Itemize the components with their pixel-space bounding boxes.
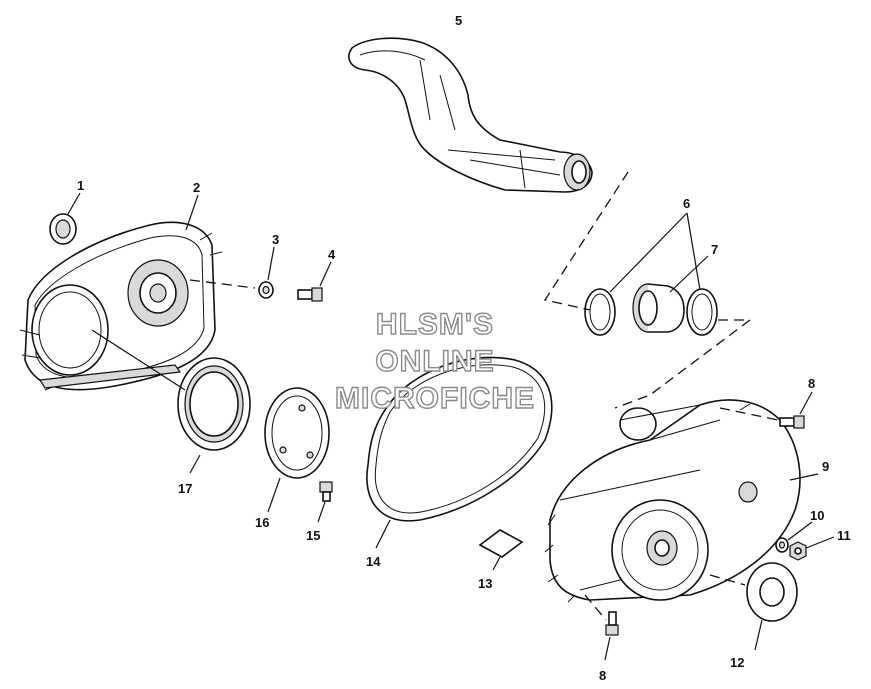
part-7-coupler (632, 255, 709, 333)
callout-12: 12 (730, 655, 744, 670)
callout-4: 4 (328, 247, 336, 262)
part-10-washer (775, 521, 813, 553)
callout-8-bottom: 8 (599, 668, 606, 683)
part-8-bolt-top (719, 391, 813, 429)
watermark-line-2: ONLINE (375, 345, 494, 378)
part-1-seal (49, 192, 81, 245)
part-4-bolt (297, 261, 332, 302)
callout-16: 16 (255, 515, 269, 530)
callout-6: 6 (683, 196, 690, 211)
callout-5: 5 (455, 13, 462, 28)
part-6-clamps (584, 212, 718, 336)
callout-11: 11 (837, 528, 851, 543)
part-12-gasket (709, 562, 798, 651)
callout-14: 14 (366, 554, 381, 569)
part-5-intake-duct (348, 37, 593, 193)
part-11-nut (789, 536, 835, 561)
assembly-dashed-lines (543, 171, 752, 409)
part-14-drive-belt (366, 356, 553, 549)
part-3-washer (258, 246, 275, 299)
part-8-bolt-bottom (584, 594, 619, 661)
callout-3: 3 (272, 232, 279, 247)
watermark-line-1: HLSM'S (376, 308, 494, 341)
part-16-cover-plate (264, 387, 330, 513)
callout-2: 2 (193, 180, 200, 195)
callout-7: 7 (711, 242, 718, 257)
part-2-inner-cover (19, 194, 256, 391)
watermark-line-3: MICROFICHE (335, 382, 535, 415)
callout-13: 13 (478, 576, 492, 591)
callout-17: 17 (178, 481, 192, 496)
callout-8-top: 8 (808, 376, 815, 391)
callout-15: 15 (306, 528, 320, 543)
callout-10: 10 (810, 508, 824, 523)
part-17-seal-ring (91, 329, 251, 474)
callout-1: 1 (77, 178, 84, 193)
watermark: HLSM'S ONLINE MICROFICHE (334, 307, 535, 415)
part-9-outer-cover (544, 399, 819, 603)
part-15-bolt (317, 481, 333, 523)
callout-labels: 1 2 3 4 5 6 7 8 9 10 11 12 13 14 15 16 1… (77, 13, 851, 683)
part-13-label (478, 529, 524, 571)
callout-9: 9 (822, 459, 829, 474)
